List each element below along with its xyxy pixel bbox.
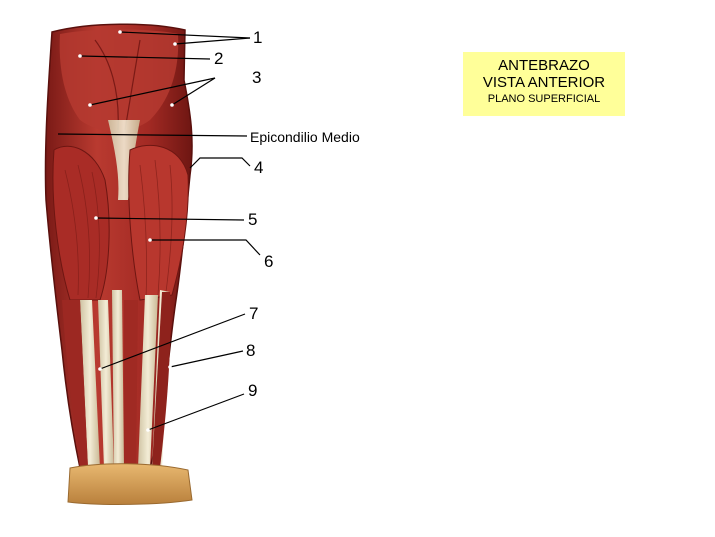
wrist-base (67, 463, 193, 505)
title-line-1: ANTEBRAZO (498, 57, 590, 74)
label-epicondilo-medio: Epicondilio Medio (250, 129, 360, 145)
label-9: 9 (248, 381, 258, 400)
bicipital-aponeurosis (108, 120, 140, 200)
flexor-region (128, 144, 189, 301)
label-3: 3 (252, 68, 262, 87)
leader-lines (57, 31, 261, 431)
title-line-2: VISTA ANTERIOR (482, 74, 606, 91)
label-6: 6 (264, 252, 274, 271)
label-7: 7 (249, 304, 259, 323)
label-8: 8 (246, 341, 256, 360)
label-1: 1 (253, 28, 263, 47)
label-2: 2 (214, 49, 224, 68)
title-line-3: PLANO SUPERFICIAL (487, 93, 601, 105)
label-4: 4 (254, 158, 264, 177)
label-5: 5 (248, 210, 258, 229)
origin-dots (78, 30, 177, 432)
title-box: ANTEBRAZO VISTA ANTERIOR PLANO SUPERFICI… (463, 52, 625, 116)
brachioradialis-region (52, 145, 110, 301)
